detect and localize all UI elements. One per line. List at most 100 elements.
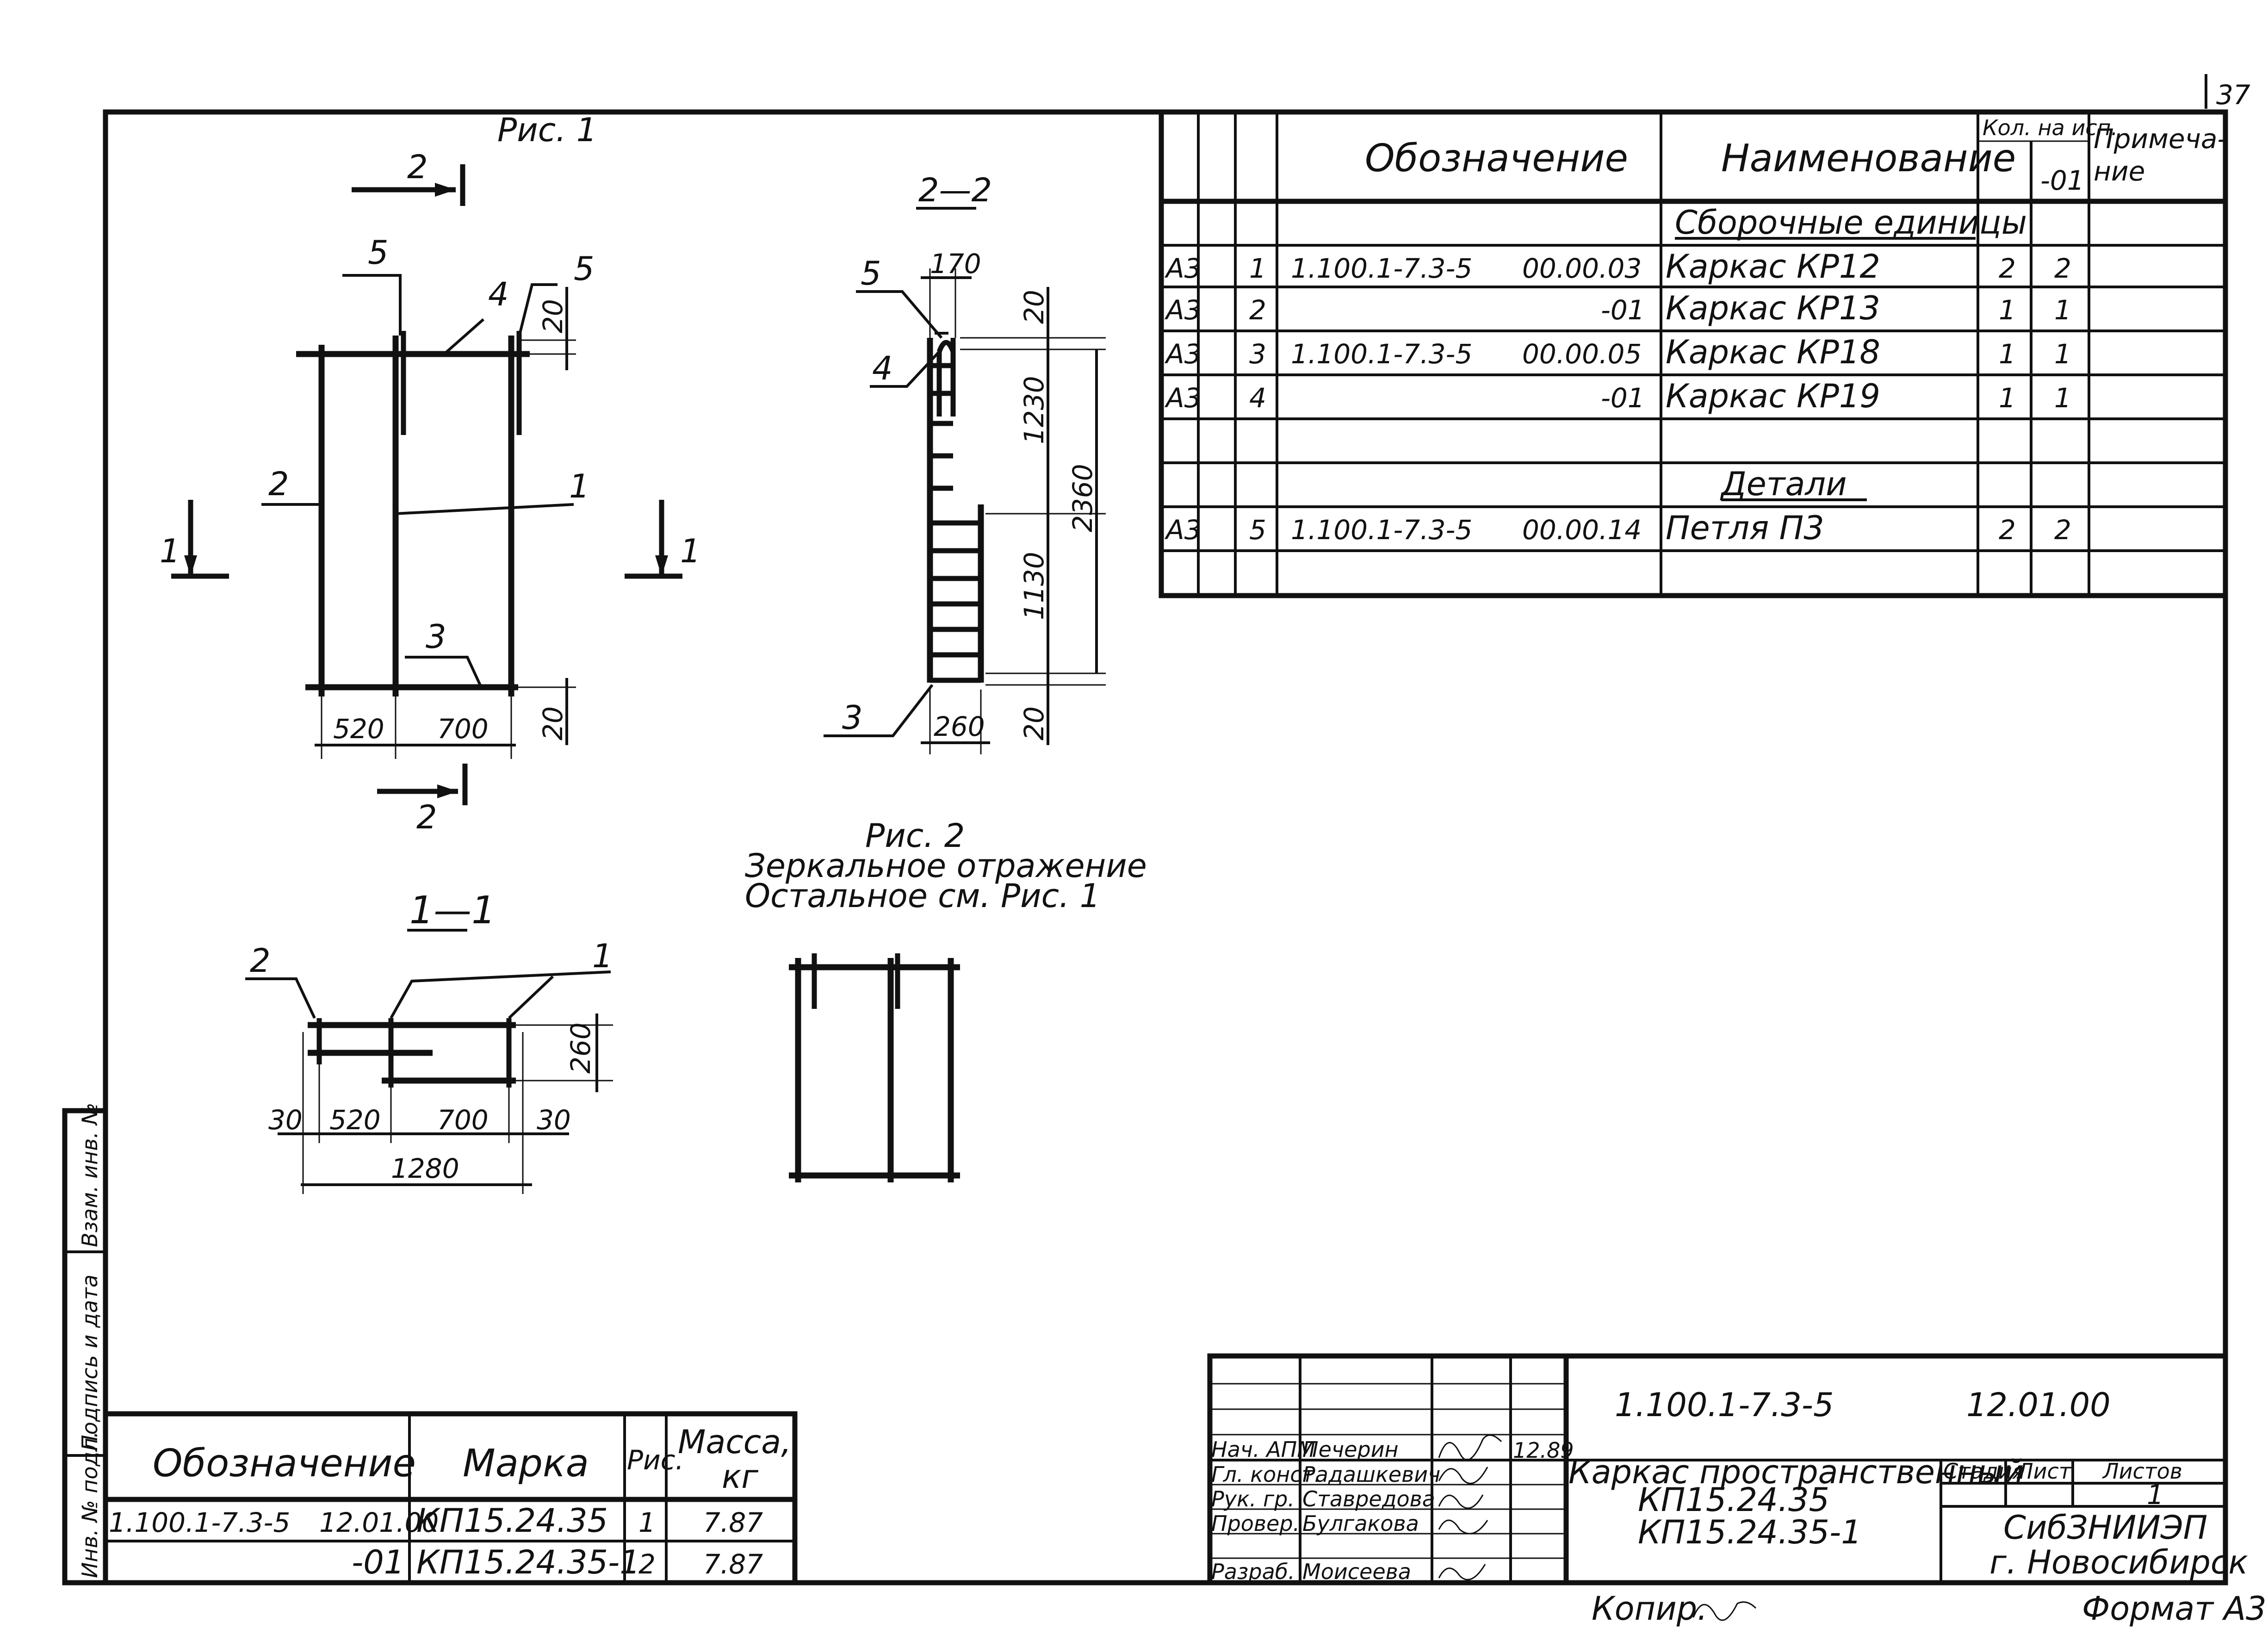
side-stamp: Инв. № подл. Подпись и дата Взам. инв. №	[62, 1103, 108, 1585]
spec-row: А3 1 1.100.1-7.3-5 00.00.03 Каркас КР12 …	[1164, 248, 2071, 286]
spec-header-qty: Кол. на исп.	[1983, 115, 2118, 140]
svg-text:00.00.05: 00.00.05	[1522, 338, 1642, 370]
tb-doc-code: 12.01.00	[1966, 1386, 2111, 1424]
svg-text:2: 2	[1249, 294, 1266, 326]
footer-copied: Копир.	[1592, 1590, 1707, 1628]
dim-1230: 1230	[1018, 376, 1050, 444]
footer-format: Формат А3	[2082, 1590, 2267, 1628]
spec-section-details: Детали	[1720, 465, 1847, 503]
spec-section-assemblies: Сборочные единицы	[1675, 204, 2027, 242]
svg-text:1.100.1-7.3-5: 1.100.1-7.3-5	[1291, 514, 1472, 546]
callout-s4: 4	[872, 349, 893, 387]
callout-4: 4	[488, 275, 509, 313]
spec-header-qty-variant: -01	[2040, 165, 2084, 196]
svg-text:2: 2	[1999, 514, 2016, 546]
page-number: 37	[2216, 79, 2250, 111]
svg-text:1: 1	[1999, 294, 2016, 326]
dim-700-plan: 700	[437, 1104, 489, 1136]
callout-5b: 5	[574, 250, 595, 288]
svg-text:Моисеева: Моисеева	[1302, 1559, 1411, 1584]
svg-text:Петля П3: Петля П3	[1666, 509, 1824, 547]
svg-text:Ставредова: Ставредова	[1302, 1486, 1435, 1511]
svg-text:-01: -01	[1601, 382, 1645, 414]
svg-text:2: 2	[2054, 253, 2071, 284]
svg-text:Печерин: Печерин	[1302, 1437, 1399, 1462]
tb-role-row: Нач. АПМ Печерин	[1211, 1437, 1399, 1462]
section-1-1-title: 1—1	[409, 889, 496, 933]
svg-text:КП15.24.35-1: КП15.24.35-1	[416, 1543, 640, 1581]
mass-header-fig: Рис.	[627, 1444, 684, 1476]
tb-title-line2: КП15.24.35	[1638, 1481, 1829, 1519]
signature-2	[1438, 1467, 1488, 1484]
dim-30-right: 30	[537, 1104, 571, 1136]
dim-520: 520	[333, 713, 384, 745]
side-sign-date: Подпись и дата	[77, 1275, 102, 1451]
svg-text:Нач. АПМ: Нач. АПМ	[1211, 1437, 1315, 1462]
svg-text:А3: А3	[1164, 338, 1202, 370]
side-inv-orig: Инв. № подл.	[77, 1431, 102, 1578]
copier-signature	[1692, 1601, 1757, 1621]
svg-text:Разраб.: Разраб.	[1211, 1559, 1295, 1584]
figure-2: Рис. 2 Зеркальное отражение Остальное см…	[745, 817, 1147, 1182]
dim-1280: 1280	[391, 1153, 459, 1184]
svg-text:1: 1	[2054, 382, 2071, 414]
svg-text:Радашкевич: Радашкевич	[1302, 1462, 1440, 1487]
spec-row: А3 3 1.100.1-7.3-5 00.00.05 Каркас КР18 …	[1164, 333, 2071, 371]
mass-header-mark: Марка	[463, 1442, 589, 1486]
svg-text:1: 1	[1999, 338, 2016, 370]
svg-text:12.01.00: 12.01.00	[319, 1507, 439, 1538]
svg-text:Каркас КР12: Каркас КР12	[1666, 248, 1880, 286]
tb-doc-number: 1.100.1-7.3-5	[1615, 1386, 1834, 1424]
figure-1-title: Рис. 1	[497, 111, 597, 149]
svg-text:1: 1	[2054, 338, 2071, 370]
svg-text:7.87: 7.87	[703, 1507, 763, 1538]
dim-30-left: 30	[268, 1104, 303, 1136]
svg-text:Каркас КР18: Каркас КР18	[1666, 333, 1880, 371]
svg-text:2: 2	[2054, 514, 2071, 546]
svg-text:1: 1	[1999, 382, 2016, 414]
tb-date: 12.89	[1513, 1438, 1574, 1463]
svg-text:1.100.1-7.3-5: 1.100.1-7.3-5	[1291, 253, 1472, 284]
svg-text:Каркас КР19: Каркас КР19	[1666, 377, 1880, 415]
spec-row: А3 2 -01 Каркас КР13 1 1	[1164, 289, 2071, 327]
section-mark-left-label: 1	[160, 532, 180, 570]
section-2-2: 2—2 170 20 1230 2360 1130	[824, 171, 1106, 754]
svg-text:КП15.24.35: КП15.24.35	[416, 1502, 608, 1540]
signature-5	[1438, 1564, 1486, 1580]
svg-text:2: 2	[638, 1548, 656, 1580]
callout-2: 2	[268, 465, 289, 503]
svg-text:Рук. гр.: Рук. гр.	[1211, 1486, 1295, 1511]
dim-20-bottom: 20	[537, 706, 569, 740]
dim-20-top: 20	[537, 299, 569, 333]
mass-header-mass: Масса,	[678, 1423, 791, 1461]
dim-170: 170	[930, 248, 981, 280]
mass-table: Обозначение Марка Рис. Масса, кг 1.100.1…	[103, 1411, 798, 1585]
svg-text:2: 2	[1999, 253, 2016, 284]
tb-org-line1: СибЗНИИЭП	[2003, 1509, 2207, 1547]
section-1-1: 1—1 2 1 30 520 700 30 1280 260	[245, 889, 613, 1194]
svg-text:5: 5	[1249, 514, 1266, 546]
tb-title-line3: КП15.24.35-1	[1638, 1513, 1862, 1551]
svg-text:3: 3	[1249, 338, 1266, 370]
signature-4	[1438, 1519, 1488, 1535]
dim-2360: 2360	[1067, 464, 1098, 532]
svg-text:-01: -01	[1601, 294, 1645, 326]
callout-1: 1	[569, 467, 590, 505]
section-2-2-title: 2—2	[918, 171, 992, 209]
title-block: 1.100.1-7.3-5 12.01.00 Каркас пространст…	[1207, 1353, 2248, 1585]
drawing-frame	[103, 109, 2228, 1585]
svg-text:А3: А3	[1164, 514, 1202, 546]
specification-table: Обозначение Наименование Кол. на исп. -0…	[1159, 109, 2228, 598]
mass-header-designation: Обозначение	[153, 1442, 416, 1486]
svg-text:1: 1	[638, 1507, 656, 1538]
svg-text:1.100.1-7.3-5: 1.100.1-7.3-5	[1291, 338, 1472, 370]
svg-text:1: 1	[1249, 253, 1266, 284]
figure-1: Рис. 1 2 2 1 1 5 4 5	[160, 111, 701, 836]
mass-row: -01 КП15.24.35-1 2 7.87	[352, 1543, 763, 1581]
svg-text:А3: А3	[1164, 294, 1202, 326]
callout-p1: 1	[592, 937, 613, 975]
tb-role-row: Провер. Булгакова	[1211, 1511, 1419, 1536]
callout-5a: 5	[368, 234, 389, 272]
figure-2-line2: Остальное см. Рис. 1	[745, 877, 1100, 915]
tb-org-line2: г. Новосибирск	[1989, 1543, 2248, 1581]
